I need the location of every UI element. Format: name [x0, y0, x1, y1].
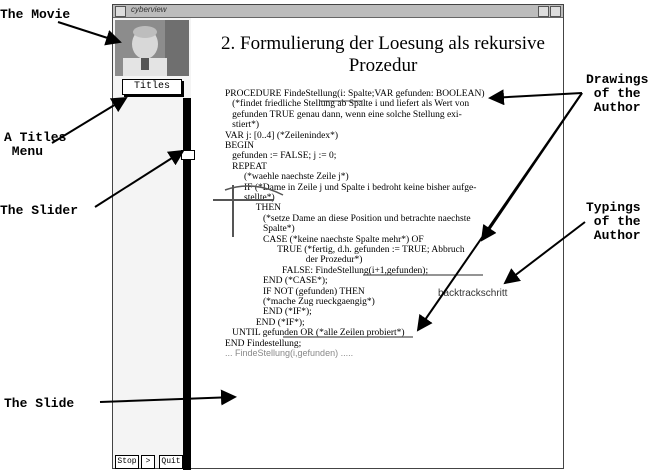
- annotation-slide: The Slide: [4, 396, 75, 411]
- stop-button[interactable]: Stop: [115, 455, 139, 469]
- presenter-video-frame: [115, 20, 189, 76]
- code-line: END (*CASE*);: [225, 276, 328, 287]
- annotation-drawings: Drawings of the Author: [586, 72, 649, 115]
- code-line: stellte*): [225, 193, 275, 203]
- maximize-icon[interactable]: [550, 6, 561, 17]
- code-line: (*findet friedliche Stellung ab Spalte i…: [225, 99, 470, 110]
- annotation-typings: Typings of the Author: [586, 200, 641, 243]
- window-title: cyberview: [131, 5, 167, 14]
- control-panel: Titles Stop > Quit: [113, 18, 195, 470]
- quit-button[interactable]: Quit: [159, 455, 183, 469]
- slide-title: 2. Formulierung der Loesung als rekursiv…: [221, 33, 545, 76]
- code-line: TRUE (*fertig, d.h. gefunden := TRUE; Ab…: [225, 245, 465, 255]
- code-line: IF NOT (gefunden) THEN: [225, 286, 365, 297]
- code-line: (*waehle naechste Zeile j*): [225, 172, 349, 183]
- titles-menu-button[interactable]: Titles: [122, 79, 182, 95]
- slider-track[interactable]: [183, 98, 191, 470]
- code-line: IF (*Dame in Zeile j und Spalte i bedroh…: [225, 182, 477, 193]
- code-line: stiert*): [225, 120, 260, 131]
- author-drawings: [213, 100, 483, 338]
- typed-text: backtrackschritt: [438, 288, 508, 299]
- code-line: REPEAT: [225, 161, 267, 172]
- code-line: VAR j: [0..4] (*Zeilenindex*): [225, 130, 339, 141]
- annotation-slider: The Slider: [0, 203, 79, 218]
- title-bar: cyberview: [113, 5, 563, 18]
- code-line: PROCEDURE FindeStellung(i: Spalte;VAR ge…: [225, 89, 485, 99]
- code-line: UNTIL gefunden OR (*alle Zeilen probiert…: [225, 328, 405, 339]
- code-line: Spalte*): [225, 224, 295, 235]
- code-line: END (*IF*);: [225, 317, 305, 328]
- code-line: FALSE: FindeStellung(i+1,gefunden);: [225, 265, 429, 276]
- code-line: (*mache Zug rueckgaengig*): [225, 297, 375, 307]
- code-line: (*setze Dame an diese Position und betra…: [225, 213, 471, 224]
- minimize-icon[interactable]: [538, 6, 549, 17]
- handwritten-line: ... FindeStellung(i,gefunden) .....: [225, 348, 354, 358]
- code-line: END (*IF*);: [225, 307, 312, 318]
- code-line: END Findestellung;: [225, 338, 302, 349]
- code-line: gefunden TRUE genau dann, wenn eine solc…: [225, 109, 462, 120]
- window-menu-icon[interactable]: [115, 6, 126, 17]
- code-line: CASE (*keine naechste Spalte mehr*) OF: [225, 234, 424, 245]
- code-line: THEN: [225, 203, 282, 214]
- annotation-movie: The Movie: [0, 7, 71, 22]
- next-button[interactable]: >: [141, 455, 155, 469]
- code-line: BEGIN: [225, 141, 255, 151]
- code-line: gefunden := FALSE; j := 0;: [225, 151, 337, 162]
- slide: 2. Formulierung der Loesung als rekursiv…: [213, 25, 553, 455]
- code-line: der Prozedur*): [225, 255, 363, 266]
- movie-video[interactable]: [115, 20, 189, 76]
